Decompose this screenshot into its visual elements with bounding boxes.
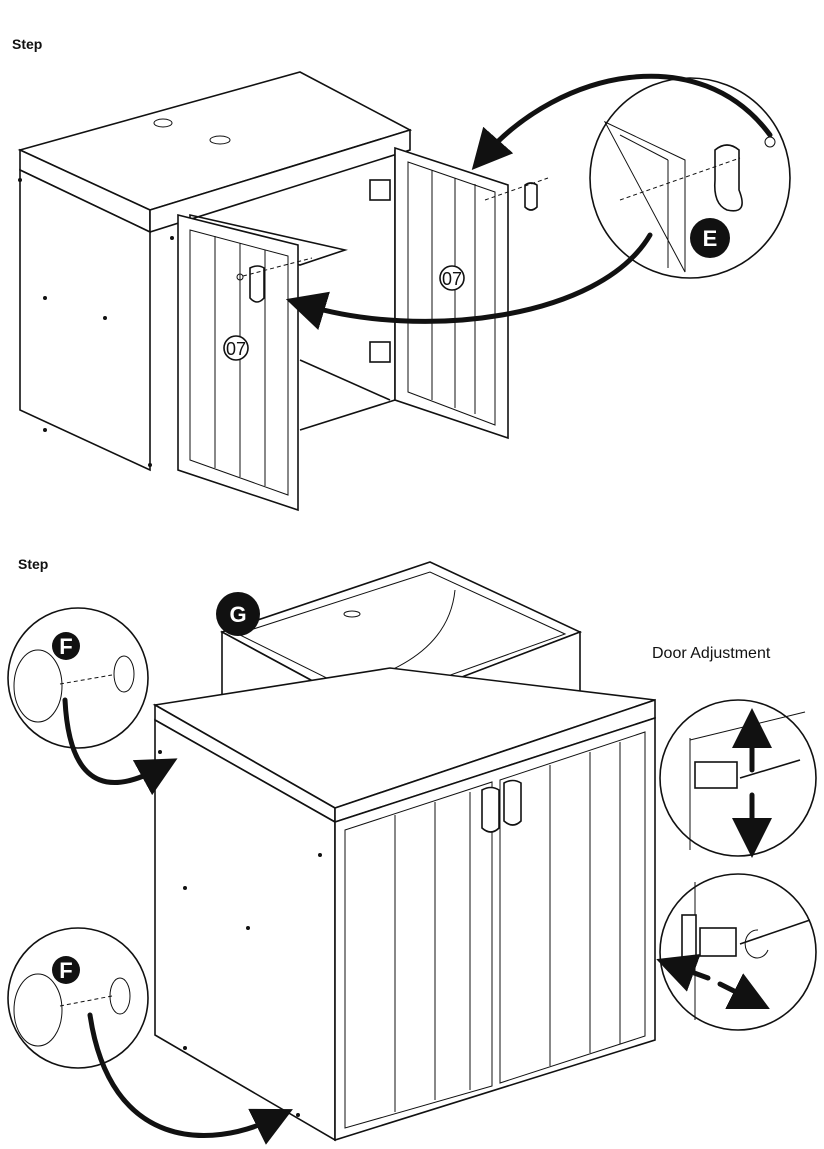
badge-E	[690, 218, 730, 258]
badge-F-top	[52, 632, 80, 660]
screw-cover-icon	[109, 977, 131, 1015]
door-adjustment-vertical	[659, 699, 817, 858]
part-number-07-left: 07	[226, 339, 246, 359]
screwdriver-icon	[739, 759, 801, 779]
badge-F-bottom	[52, 956, 80, 984]
arrow-to-handle	[285, 232, 653, 330]
door-adjustment-horizontal	[656, 873, 817, 1031]
arrow-left-icon	[656, 954, 711, 992]
arrow-F-top	[62, 697, 178, 796]
badge-F-bottom-label: F	[59, 958, 72, 983]
step-label-1: Step	[12, 36, 43, 52]
callout-detail-F-top: F	[7, 607, 149, 749]
handle-icon	[503, 779, 522, 826]
hinge-icon	[369, 341, 391, 363]
callout-detail-F-bottom: F	[7, 927, 149, 1069]
step1-right-door: 07	[369, 146, 549, 440]
hinge-icon	[694, 761, 738, 789]
badge-G-label: G	[229, 602, 246, 627]
handle-icon	[481, 786, 500, 833]
leather-handle-icon	[713, 144, 743, 212]
hinge-icon	[369, 179, 391, 201]
step1-left-door: 07	[177, 213, 313, 512]
hinge-plate-icon	[681, 914, 697, 960]
arrow-right-icon	[717, 973, 770, 1009]
badge-F-top-label: F	[59, 634, 72, 659]
rotate-icon	[744, 929, 769, 959]
handle-icon	[524, 182, 538, 211]
callout-detail-E: E	[589, 77, 791, 279]
arrow-to-door	[471, 73, 773, 170]
step2-cabinet	[152, 667, 656, 1142]
badge-E-label: E	[703, 226, 718, 251]
door-adjustment-title: Door Adjustment	[652, 645, 771, 662]
step-label-2: Step	[18, 556, 49, 572]
screw-cover-icon	[113, 655, 135, 693]
badge-G	[216, 592, 260, 636]
arrow-F-bottom	[87, 1012, 293, 1145]
screwdriver-icon	[739, 919, 811, 945]
step1-cabinet	[17, 71, 413, 472]
part-number-07-right: 07	[442, 269, 462, 289]
hinge-icon	[699, 927, 737, 957]
